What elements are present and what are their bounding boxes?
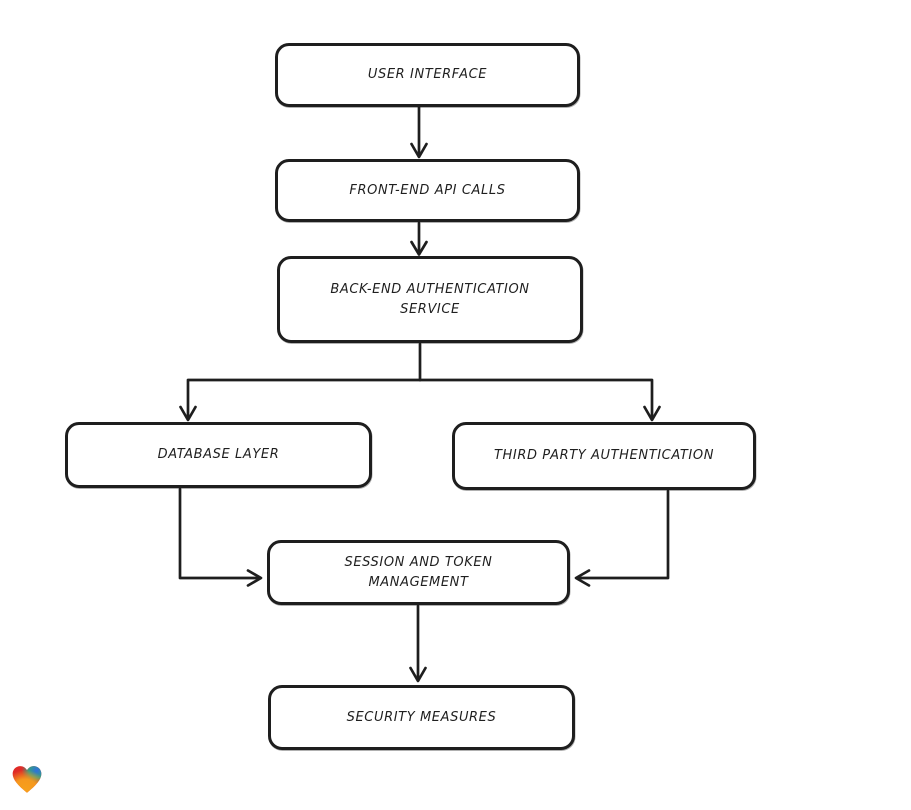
node-database-layer-label: DATABASE LAYER <box>157 447 280 463</box>
node-back-end-authentication-service: BACK-END AUTHENTICATION SERVICE <box>277 256 583 343</box>
edge-database-to-session <box>178 487 263 587</box>
node-front-end-api-calls: FRONT-END API CALLS <box>275 159 580 222</box>
edge-back-end-to-third-party <box>418 378 661 422</box>
node-security-measures-label: SECURITY MEASURES <box>346 709 497 725</box>
node-third-party-authentication-label: THIRD PARTY AUTHENTICATION <box>493 448 715 464</box>
node-back-end-authentication-service-label: BACK-END AUTHENTICATION SERVICE <box>330 282 530 317</box>
edge-user-interface-to-front-end <box>410 105 428 159</box>
node-user-interface: USER INTERFACE <box>275 43 580 107</box>
edge-session-to-security <box>409 604 427 683</box>
edge-third-party-to-session <box>574 489 670 587</box>
node-session-and-token-management: SESSION AND TOKEN MANAGEMENT <box>267 540 570 605</box>
node-database-layer: DATABASE LAYER <box>65 422 372 488</box>
edge-front-end-to-back-end <box>410 221 428 256</box>
node-user-interface-label: USER INTERFACE <box>367 67 488 83</box>
node-session-and-token-management-label: SESSION AND TOKEN MANAGEMENT <box>344 555 493 590</box>
heart-logo[interactable] <box>10 761 44 798</box>
node-front-end-api-calls-label: FRONT-END API CALLS <box>349 182 506 198</box>
node-security-measures: SECURITY MEASURES <box>268 685 575 750</box>
edge-back-end-to-database <box>179 378 422 422</box>
heart-icon <box>12 766 42 793</box>
node-third-party-authentication: THIRD PARTY AUTHENTICATION <box>452 422 756 490</box>
